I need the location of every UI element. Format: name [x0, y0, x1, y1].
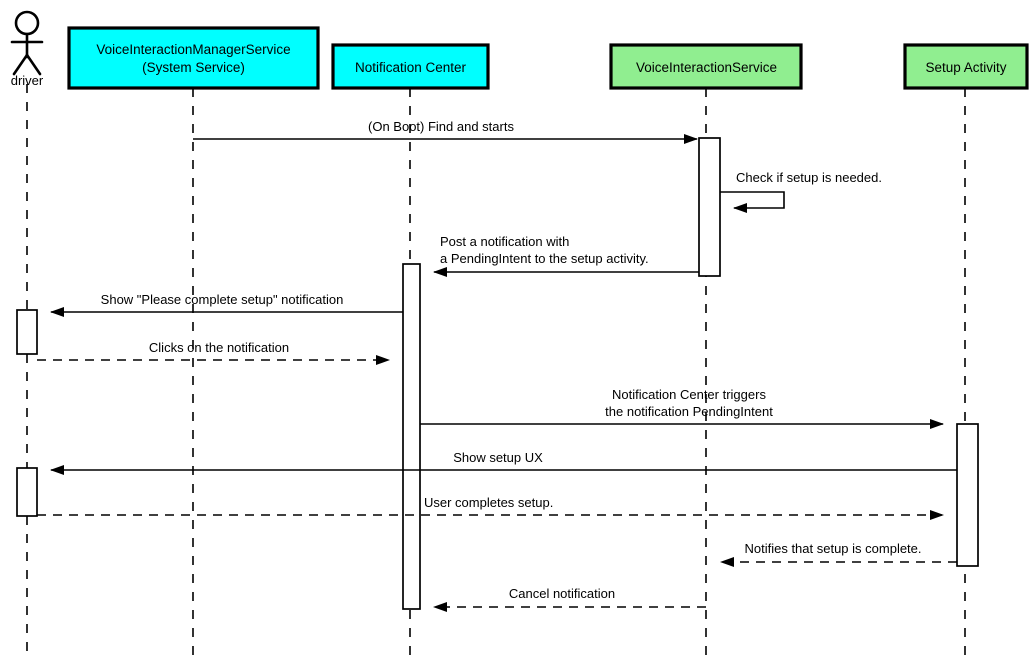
participant-voiceinteractionservice[interactable]: VoiceInteractionService [609, 43, 803, 90]
message-label-m1: (On Boot) Find and starts [368, 119, 514, 134]
message-label-m3-line2: a PendingIntent to the setup activity. [440, 251, 649, 266]
activation-bar-driver-1 [16, 309, 38, 355]
message-cancel-notification[interactable]: Cancel notification [433, 586, 706, 612]
participant-label-vims-line2: (System Service) [142, 60, 245, 75]
participant-label-setup-activity: Setup Activity [925, 60, 1006, 75]
participant-setup-activity[interactable]: Setup Activity [903, 43, 1029, 90]
participant-label-notification-center: Notification Center [355, 60, 467, 75]
actor-stick-figure-icon [10, 10, 44, 76]
message-selfcall-m2[interactable] [720, 191, 785, 213]
message-notification-center-triggers-pendingintent[interactable]: Notification Center triggers the notific… [420, 387, 944, 429]
message-label-m7: Show setup UX [453, 450, 543, 465]
participant-box-notification-center[interactable] [331, 43, 490, 90]
message-show-setup-ux[interactable]: Show setup UX [50, 450, 957, 475]
actor-driver-label: driver [11, 73, 44, 88]
participant-notification-center[interactable]: Notification Center [331, 43, 490, 90]
message-label-m3-line1: Post a notification with [440, 234, 569, 249]
participant-box-vims[interactable] [67, 26, 320, 90]
message-post-a-notification[interactable]: Post a notification with a PendingIntent… [433, 234, 699, 277]
activation-bar-notification-center-1 [402, 263, 421, 610]
activation-bar-voiceinteractionservice-1 [698, 137, 721, 277]
message-label-m6-line2: the notification PendingIntent [605, 404, 773, 419]
message-label-m8: User completes setup. [424, 495, 553, 510]
participant-voiceinteractionmanagerservice[interactable]: VoiceInteractionManagerService (System S… [67, 26, 320, 90]
activation-bar-driver-2 [16, 467, 38, 517]
activation-bar-setup-activity-1 [956, 423, 979, 567]
message-check-if-setup-is-needed[interactable]: Check if setup is needed. [720, 170, 882, 213]
message-label-m9: Notifies that setup is complete. [744, 541, 921, 556]
activation-bars-group [16, 137, 979, 610]
message-on-boot-find-and-starts[interactable]: (On Boot) Find and starts [193, 119, 698, 144]
message-label-m5: Clicks on the notification [149, 340, 289, 355]
message-user-completes-setup[interactable]: User completes setup. [37, 495, 944, 520]
participant-box-setup-activity[interactable] [903, 43, 1029, 90]
participant-label-vims-line1: VoiceInteractionManagerService [96, 42, 290, 57]
message-label-m10: Cancel notification [509, 586, 615, 601]
participant-driver[interactable]: driver [10, 10, 44, 88]
participant-label-voiceinteractionservice: VoiceInteractionService [636, 60, 777, 75]
participant-box-voiceinteractionservice[interactable] [609, 43, 803, 90]
message-label-m4: Show "Please complete setup" notificatio… [101, 292, 344, 307]
message-clicks-on-the-notification[interactable]: Clicks on the notification [37, 340, 390, 365]
message-label-m2: Check if setup is needed. [736, 170, 882, 185]
message-notifies-that-setup-is-complete[interactable]: Notifies that setup is complete. [720, 541, 957, 567]
message-label-m6-line1: Notification Center triggers [612, 387, 766, 402]
message-show-please-complete-setup-notification[interactable]: Show "Please complete setup" notificatio… [50, 292, 403, 317]
